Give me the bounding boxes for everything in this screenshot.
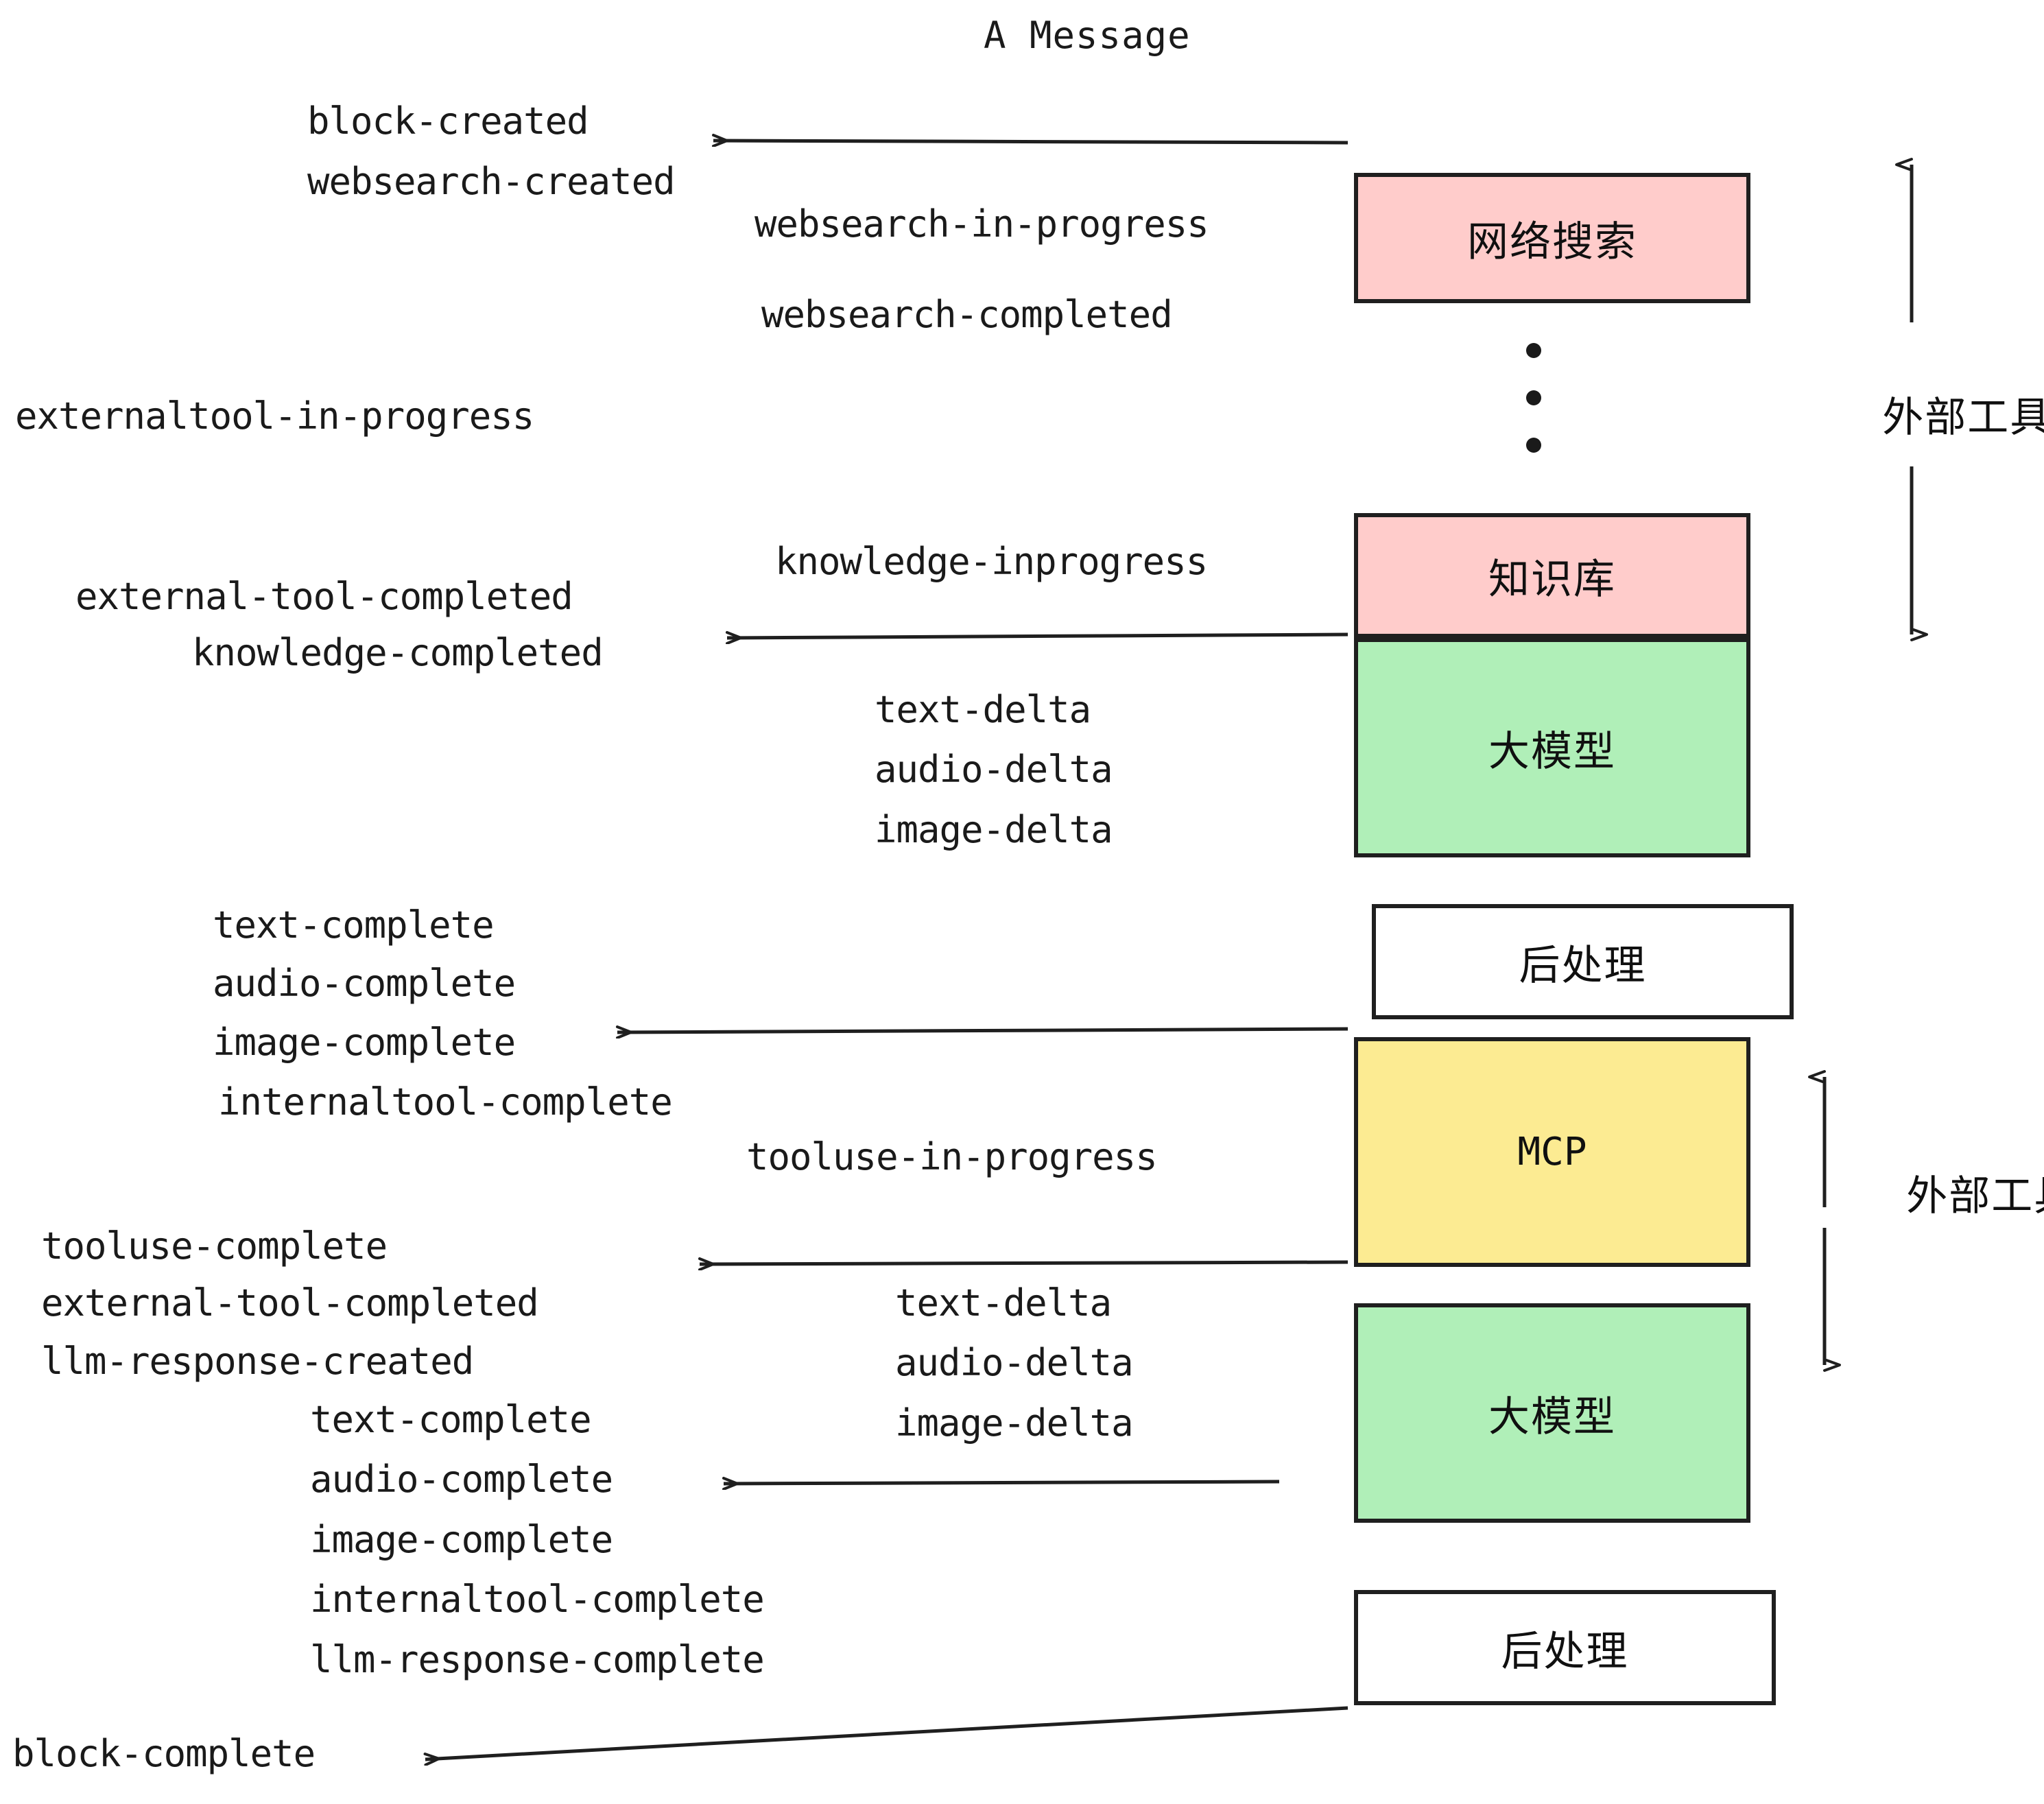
node-postprocess-1[interactable]: 后处理: [1372, 904, 1794, 1019]
event-image-complete-1: image-complete: [213, 1021, 516, 1064]
arrow-llm1-to-image-complete: [617, 1029, 1348, 1032]
arrow-websearch-to-block-created: [713, 141, 1348, 143]
page-title: A Message: [984, 14, 1191, 57]
dot-3: [1526, 438, 1541, 453]
event-block-created: block-created: [307, 99, 589, 143]
event-websearch-created: websearch-created: [307, 160, 676, 203]
event-text-complete-1: text-complete: [213, 903, 495, 947]
node-postprocess-2[interactable]: 后处理: [1354, 1590, 1776, 1705]
event-block-complete: block-complete: [12, 1732, 316, 1775]
event-audio-complete-2: audio-complete: [310, 1458, 613, 1501]
event-external-tool-completed-2: external-tool-completed: [41, 1281, 539, 1325]
node-llm-1[interactable]: 大模型: [1354, 638, 1750, 857]
node-llm-2[interactable]: 大模型: [1354, 1303, 1750, 1523]
node-mcp[interactable]: MCP: [1354, 1037, 1750, 1267]
node-llm-1-label: 大模型: [1488, 727, 1616, 776]
event-audio-delta-2: audio-delta: [895, 1341, 1134, 1384]
event-websearch-in-progress: websearch-in-progress: [754, 202, 1209, 246]
node-mcp-label: MCP: [1517, 1130, 1587, 1174]
event-llm-response-created: llm-response-created: [41, 1340, 474, 1383]
event-text-complete-2: text-complete: [310, 1398, 592, 1441]
external-tool-label-top: 外部工具: [1825, 336, 2044, 492]
ellipsis-dots: [1526, 343, 1541, 453]
event-audio-delta-1: audio-delta: [875, 748, 1113, 791]
arrow-mcp-to-tooluse-complete: [700, 1262, 1348, 1264]
node-websearch-label: 网络搜索: [1467, 217, 1637, 266]
arrow-postprocess2-to-block-complete: [425, 1706, 1348, 1759]
dot-1: [1526, 343, 1541, 358]
event-audio-complete-1: audio-complete: [213, 962, 516, 1005]
external-tool-label-bottom: 外部工具: [1849, 1115, 2044, 1270]
event-image-delta-1: image-delta: [875, 808, 1113, 851]
event-image-complete-2: image-complete: [310, 1518, 613, 1561]
event-external-tool-completed-1: external-tool-completed: [75, 575, 573, 618]
dot-2: [1526, 390, 1541, 405]
event-tooluse-in-progress: tooluse-in-progress: [746, 1135, 1158, 1178]
event-internaltool-complete-1: internaltool-complete: [218, 1080, 673, 1124]
event-internaltool-complete-2: internaltool-complete: [310, 1578, 765, 1621]
event-externaltool-in-progress: externaltool-in-progress: [15, 394, 534, 438]
node-postprocess-1-label: 后处理: [1519, 941, 1647, 990]
node-postprocess-2-label: 后处理: [1501, 1627, 1629, 1676]
external-tool-label-top-text: 外部工具: [1882, 394, 2044, 442]
event-websearch-completed: websearch-completed: [761, 293, 1173, 336]
node-llm-2-label: 大模型: [1488, 1392, 1616, 1441]
arrow-knowledge-to-completed: [727, 634, 1348, 638]
event-text-delta-1: text-delta: [875, 688, 1091, 731]
node-websearch[interactable]: 网络搜索: [1354, 173, 1750, 303]
node-knowledge-label: 知识库: [1488, 555, 1616, 604]
node-knowledge[interactable]: 知识库: [1354, 513, 1750, 638]
event-knowledge-inprogress: knowledge-inprogress: [775, 540, 1208, 583]
event-knowledge-completed: knowledge-completed: [192, 631, 604, 674]
event-tooluse-complete: tooluse-complete: [41, 1224, 388, 1268]
event-text-delta-2: text-delta: [895, 1281, 1112, 1325]
event-image-delta-2: image-delta: [895, 1401, 1134, 1445]
event-llm-response-complete: llm-response-complete: [310, 1638, 765, 1681]
arrow-llm2-to-audio-complete: [724, 1482, 1280, 1484]
external-tool-label-bottom-text: 外部工具: [1906, 1172, 2044, 1220]
